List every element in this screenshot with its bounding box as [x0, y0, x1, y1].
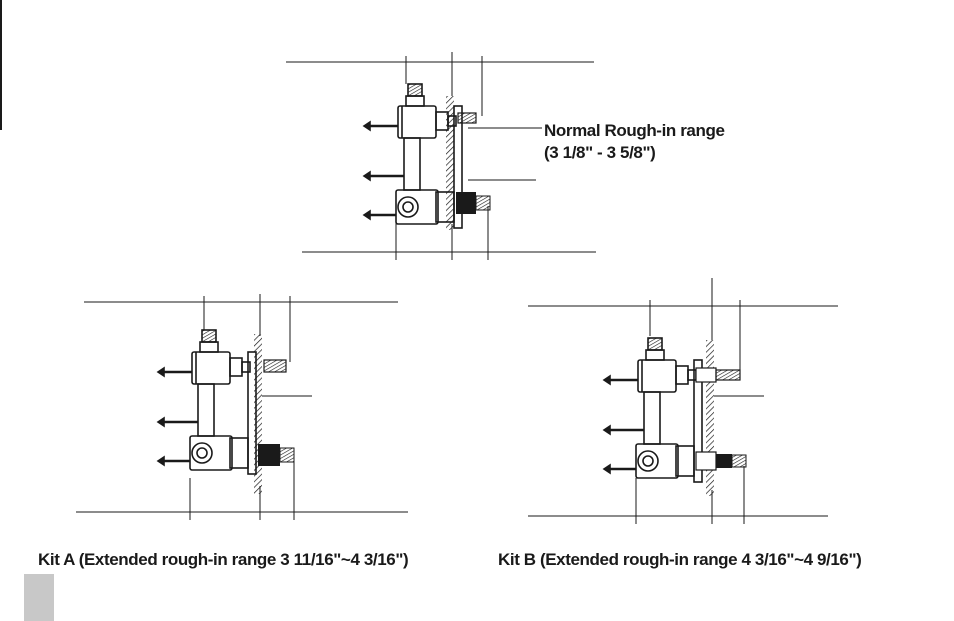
page-margin-rule	[0, 0, 2, 130]
kit-a-caption: Kit A (Extended rough-in range 3 11/16"~…	[38, 550, 409, 569]
normal-rough-in-range: (3 1/8" - 3 5/8")	[544, 143, 656, 162]
normal-rough-in-title: Normal Rough-in range	[544, 121, 725, 140]
diagram-kit-b	[528, 278, 838, 524]
diagram-kit-a	[76, 294, 408, 520]
kit-b-caption: Kit B (Extended rough-in range 4 3/16"~4…	[498, 550, 862, 569]
diagram-normal	[286, 52, 596, 260]
page-tab	[24, 574, 54, 621]
